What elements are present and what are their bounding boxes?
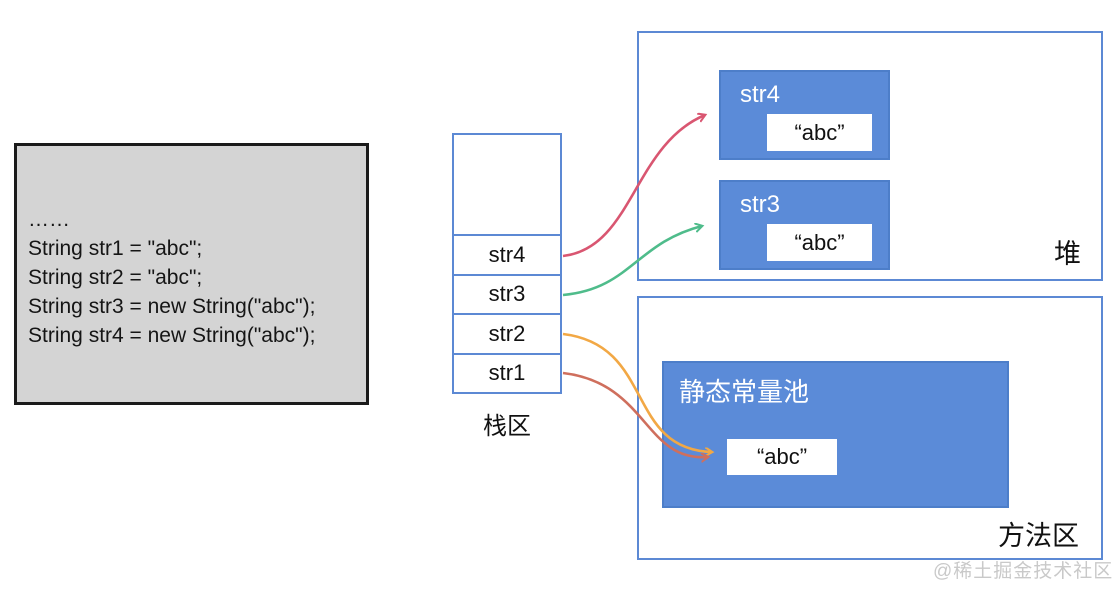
stack-empty-cell [454,135,560,234]
stack-region-label: 栈区 [483,413,531,440]
heap-object-str4-value: “abc” [767,114,872,151]
heap-object-str3-value: “abc” [767,224,872,261]
constant-pool-title: 静态常量池 [679,377,810,407]
constant-pool-value: “abc” [727,439,837,475]
code-line-str2: String str2 = "abc"; [28,266,203,289]
stack-cell-str1: str1 [454,352,560,393]
code-line-str4: String str4 = new String("abc"); [28,324,316,347]
stack-cell-str4: str4 [454,234,560,274]
constant-pool-box: 静态常量池 “abc” [662,361,1009,508]
code-line-str3: String str3 = new String("abc"); [28,295,316,318]
heap-object-str3: str3 “abc” [719,180,890,270]
stack-box: str4 str3 str2 str1 [452,133,562,394]
code-line-ellipsis: …… [28,208,70,231]
stack-cell-str2: str2 [454,313,560,353]
heap-object-str4: str4 “abc” [719,70,890,160]
method-area-label: 方法区 [998,521,1079,551]
code-block: …… String str1 = "abc"; String str2 = "a… [14,143,369,405]
heap-region-label: 堆 [1054,239,1081,269]
code-line-str1: String str1 = "abc"; [28,237,203,260]
method-area-region: 静态常量池 “abc” 方法区 [637,296,1103,560]
heap-region: str4 “abc” str3 “abc” 堆 [637,31,1103,281]
watermark: @稀土掘金技术社区 [933,561,1114,582]
stack-cell-str3: str3 [454,273,560,314]
heap-object-str3-name: str3 [740,191,781,218]
heap-object-str4-name: str4 [740,81,781,108]
